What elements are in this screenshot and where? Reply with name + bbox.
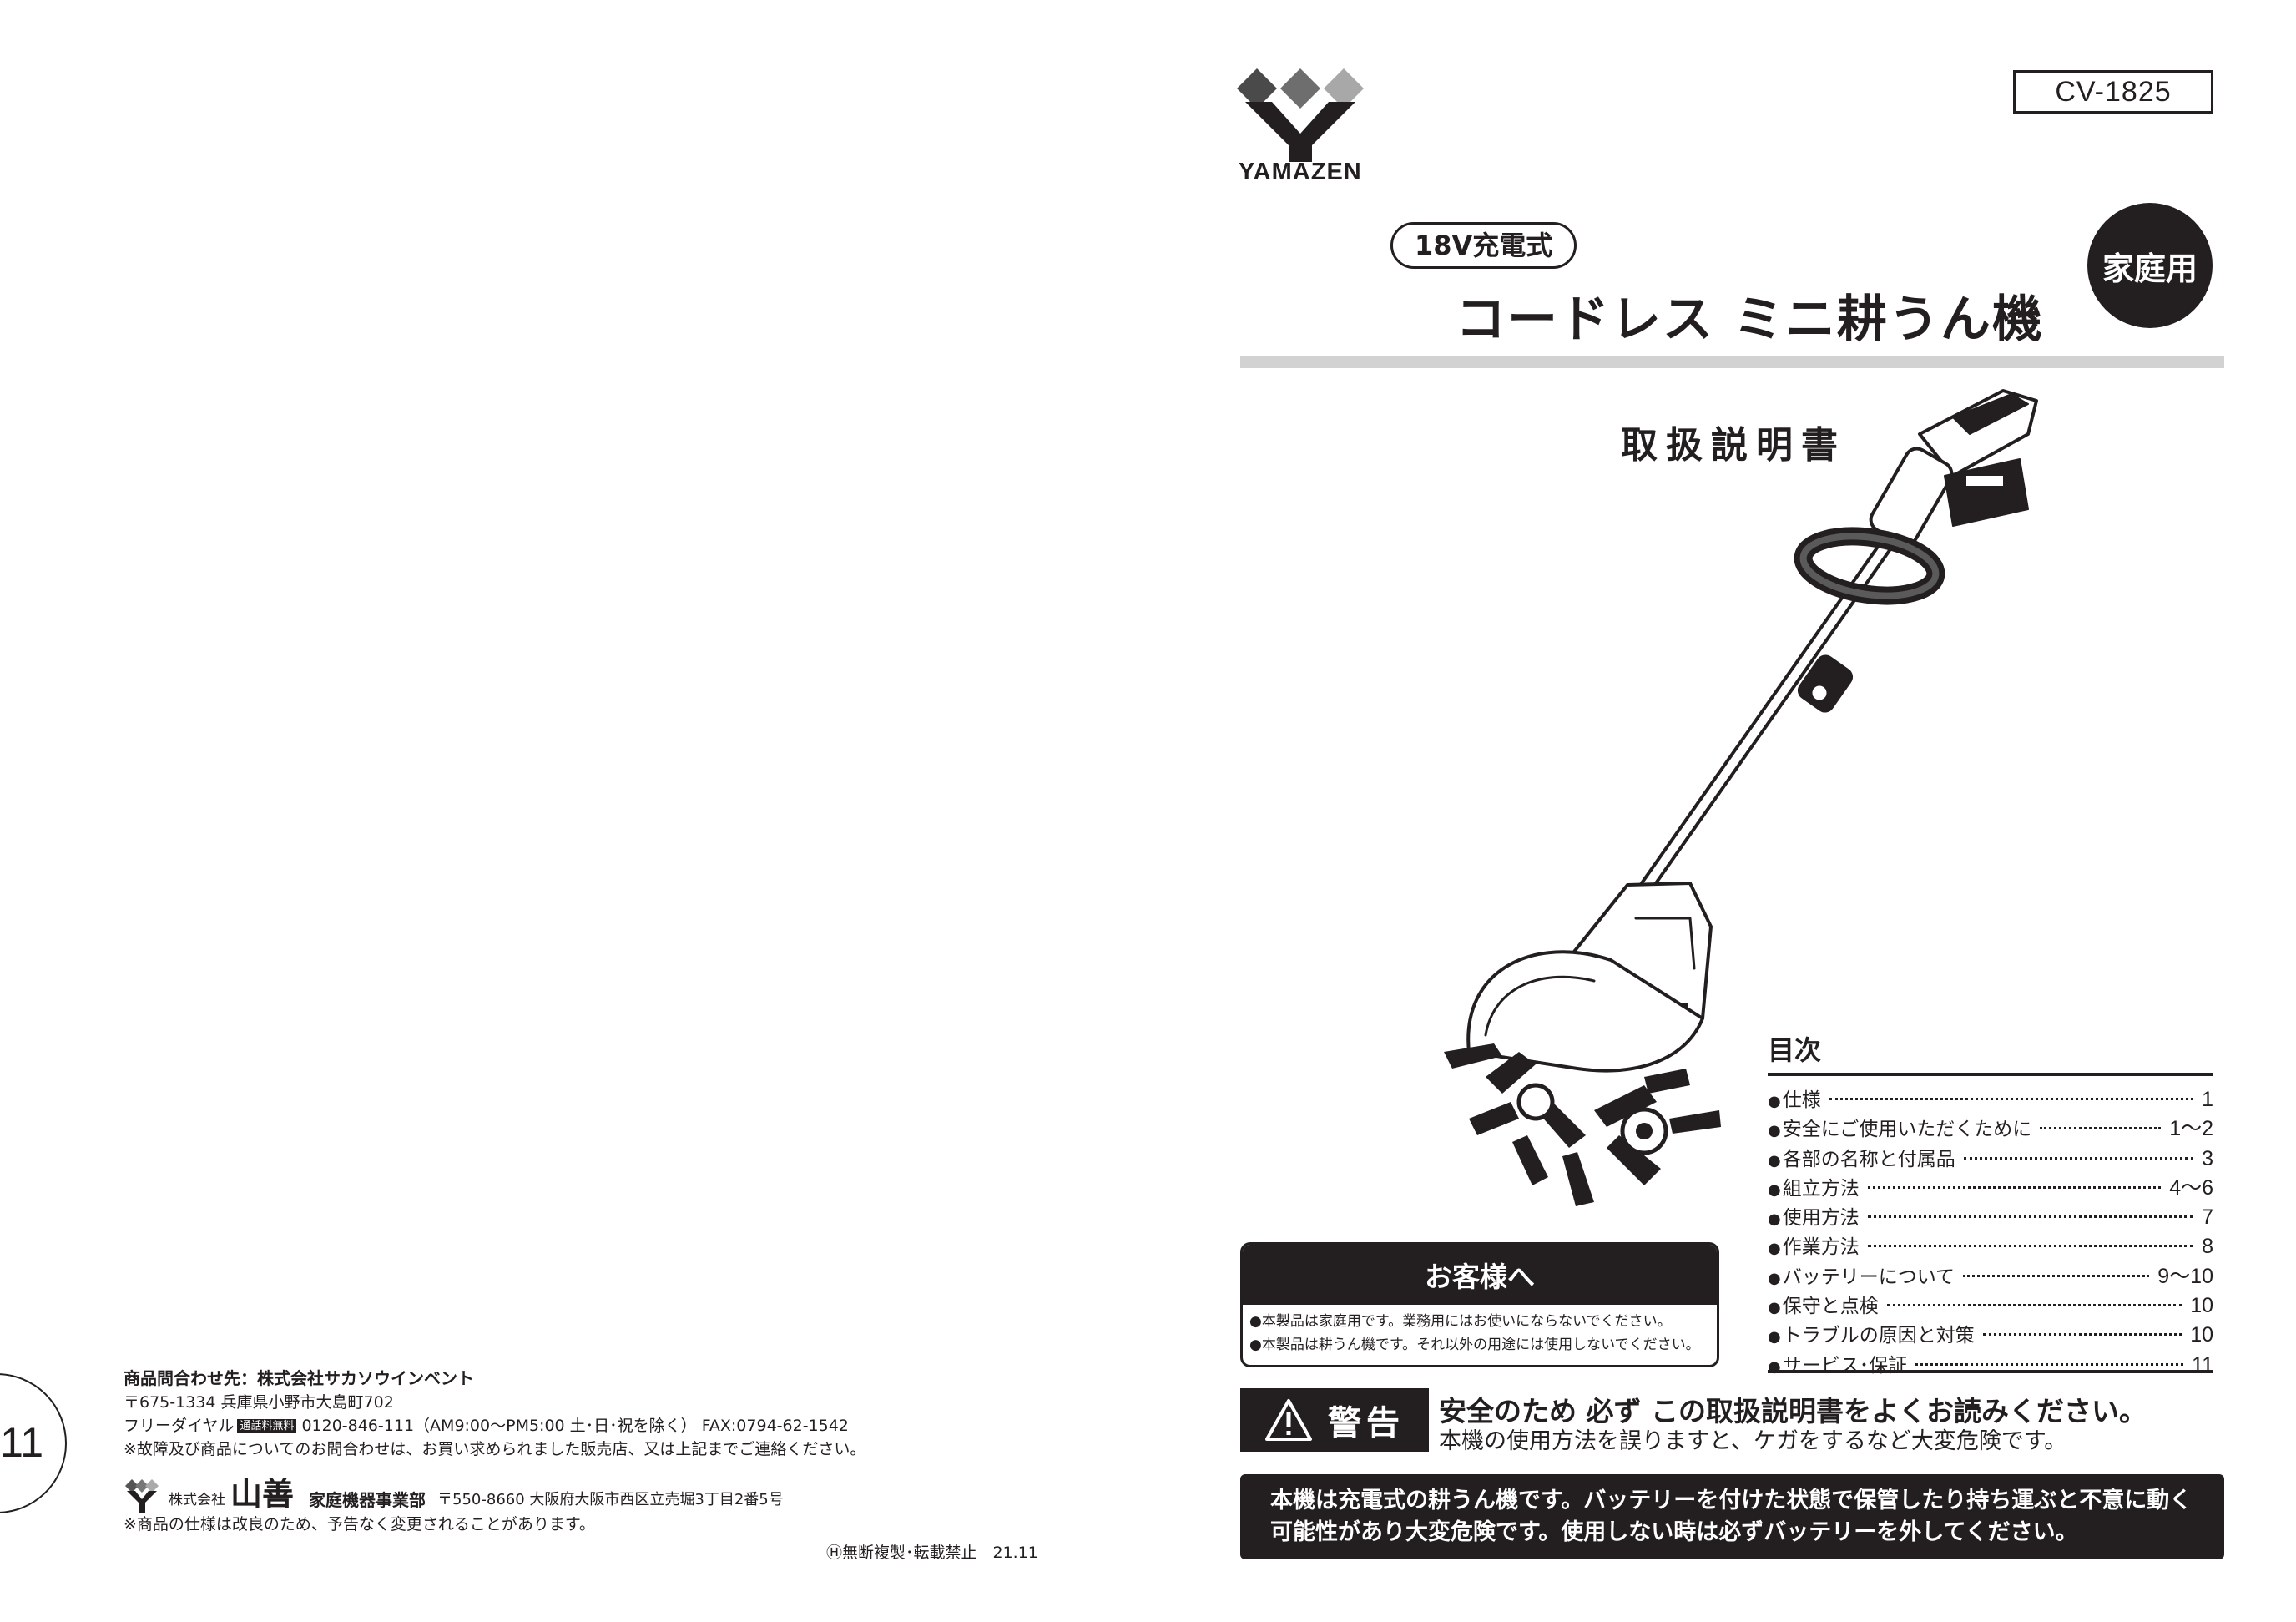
toc-item-label: サービス･保証 xyxy=(1768,1352,1908,1381)
toc-item-page: 11 xyxy=(2192,1352,2213,1377)
company-department: 家庭機器事業部 xyxy=(309,1490,426,1510)
toc-item-page: 3 xyxy=(2202,1146,2213,1170)
toc-bottom-rule xyxy=(1768,1370,2213,1373)
toc-item: トラブルの原因と対策 10 xyxy=(1768,1321,2213,1351)
warning-triangle-icon xyxy=(1265,1399,1312,1441)
toc-leader xyxy=(2040,1127,2162,1130)
toc-leader xyxy=(1867,1215,2194,1219)
toc-leader xyxy=(1886,1304,2182,1307)
toc-item-page: 9～10 xyxy=(2157,1264,2213,1288)
toc-item: 使用方法 7 xyxy=(1768,1204,2213,1233)
toc-item-label: トラブルの原因と対策 xyxy=(1768,1322,1975,1351)
yamazen-logo xyxy=(1237,68,1364,162)
toc-item: バッテリーについて 9～10 xyxy=(1768,1263,2213,1292)
warning-headline: 安全のため 必ず この取扱説明書をよくお読みください。 xyxy=(1439,1395,2147,1427)
toc-leader xyxy=(1915,1362,2184,1366)
page-number: 11 xyxy=(0,1419,43,1466)
toc-item-page: 1～2 xyxy=(2169,1117,2213,1141)
customer-notice-line: ●本製品は家庭用です。業務用にはお使いにならないでください。 xyxy=(1249,1313,1672,1330)
toc-item-page: 10 xyxy=(2190,1294,2213,1318)
toc-item: 組立方法 4～6 xyxy=(1768,1175,2213,1204)
toc-item: 仕様 1 xyxy=(1768,1086,2213,1115)
copyright-notice: Ⓗ無断複製･転載禁止 21.11 xyxy=(826,1544,1038,1562)
company-kabushiki: 株式会社 xyxy=(169,1492,225,1508)
product-title: コードレス ミニ耕うん機 xyxy=(1456,291,2044,349)
warning-subline: 本機の使用方法を誤りますと、ケガをするなど大変危険です。 xyxy=(1439,1428,2067,1454)
free-dial-badge: 通話料無料 xyxy=(237,1419,297,1433)
contact-phone: 0120-846-111（AM9:00～PM5:00 土･日･祝を除く） FAX… xyxy=(301,1417,849,1435)
company-name: 山善 xyxy=(230,1476,295,1513)
toc-title: 目次 xyxy=(1768,1034,1822,1066)
toc-item-page: 1 xyxy=(2202,1088,2213,1111)
customer-notice: お客様へ ●本製品は家庭用です。業務用にはお使いにならないでください。 ●本製品… xyxy=(1240,1242,1719,1367)
free-dial-label: フリーダイヤル xyxy=(124,1417,235,1435)
contact-note: ※故障及び商品についてのお問合わせは、お買い求められました販売店、又は上記までご… xyxy=(124,1440,866,1458)
manual-title: 取扱説明書 xyxy=(1621,424,1846,467)
toc-leader xyxy=(1829,1098,2194,1100)
toc-leader xyxy=(1867,1185,2162,1189)
toc-top-rule xyxy=(1768,1073,2213,1076)
toc-item-label: 仕様 xyxy=(1768,1087,1821,1115)
toc-leader xyxy=(1867,1245,2194,1248)
battery-notice-line: 可能性があり大変危険です。使用しない時は必ずバッテリーを外してください。 xyxy=(1270,1519,2078,1545)
toc-item-label: 安全にご使用いただくために xyxy=(1768,1116,2032,1144)
warning-label-text: 警告 xyxy=(1328,1404,1405,1443)
toc-item-label: 保守と点検 xyxy=(1768,1293,1879,1321)
toc-item: サービス･保証 11 xyxy=(1768,1352,2213,1381)
toc-item-page: 7 xyxy=(2202,1205,2213,1230)
toc-item: 作業方法 8 xyxy=(1768,1233,2213,1262)
toc-item: 保守と点検 10 xyxy=(1768,1292,2213,1321)
title-divider xyxy=(1240,356,2224,368)
yamazen-small-logo xyxy=(125,1479,159,1513)
customer-notice-title: お客様へ xyxy=(1243,1245,1717,1305)
toc-item-label: 使用方法 xyxy=(1768,1205,1860,1233)
warning-label: 警告 xyxy=(1240,1388,1429,1452)
toc-item: 安全にご使用いただくために 1～2 xyxy=(1768,1115,2213,1144)
company-row: 株式会社 山善 家庭機器事業部 〒550-8660 大阪府大阪市西区立売堀3丁目… xyxy=(124,1474,1067,1513)
toc-item-label: 作業方法 xyxy=(1768,1234,1860,1262)
toc-item: 各部の名称と付属品 3 xyxy=(1768,1145,2213,1175)
toc-leader xyxy=(1963,1274,2150,1277)
customer-notice-body: ●本製品は家庭用です。業務用にはお使いにならないでください。 ●本製品は耕うん機… xyxy=(1243,1305,1717,1357)
toc-leader xyxy=(1963,1156,2194,1160)
home-use-badge: 家庭用 xyxy=(2087,203,2213,328)
toc-item-label: バッテリーについて xyxy=(1768,1264,1955,1292)
toc-leader xyxy=(1982,1333,2182,1337)
contact-address: 〒675-1334 兵庫県小野市大島町702 xyxy=(124,1393,394,1412)
toc-item-label: 各部の名称と付属品 xyxy=(1768,1146,1955,1175)
contact-heading: 商品問合わせ先：株式会社サカソウインベント xyxy=(124,1368,474,1388)
toc-item-label: 組立方法 xyxy=(1768,1175,1860,1204)
battery-notice: 本機は充電式の耕うん機です。バッテリーを付けた状態で保管したり持ち運ぶと不意に動… xyxy=(1240,1474,2224,1559)
toc-item-page: 4～6 xyxy=(2169,1175,2213,1200)
voltage-label: 18V充電式 xyxy=(1390,222,1577,269)
customer-notice-line: ●本製品は耕うん機です。それ以外の用途には使用しないでください。 xyxy=(1249,1337,1700,1353)
toc-item-page: 8 xyxy=(2202,1235,2213,1259)
spec-change-note: ※商品の仕様は改良のため、予告なく変更されることがあります。 xyxy=(124,1515,596,1534)
model-number: CV-1825 xyxy=(2013,70,2213,114)
page-number-tab: 11 xyxy=(0,1373,67,1513)
battery-notice-line: 本機は充電式の耕うん機です。バッテリーを付けた状態で保管したり持ち運ぶと不意に動… xyxy=(1270,1488,2193,1513)
tiller-illustration xyxy=(1444,389,2038,1206)
contact-phone-line: フリーダイヤル通話料無料 0120-846-111（AM9:00～PM5:00 土… xyxy=(124,1414,1067,1438)
company-address: 〒550-8660 大阪府大阪市西区立売堀3丁目2番5号 xyxy=(437,1491,784,1508)
toc-item-page: 10 xyxy=(2190,1323,2213,1347)
brand-name: YAMAZEN xyxy=(1239,159,1362,185)
contact-block: 商品問合わせ先：株式会社サカソウインベント 〒675-1334 兵庫県小野市大島… xyxy=(124,1366,1067,1536)
